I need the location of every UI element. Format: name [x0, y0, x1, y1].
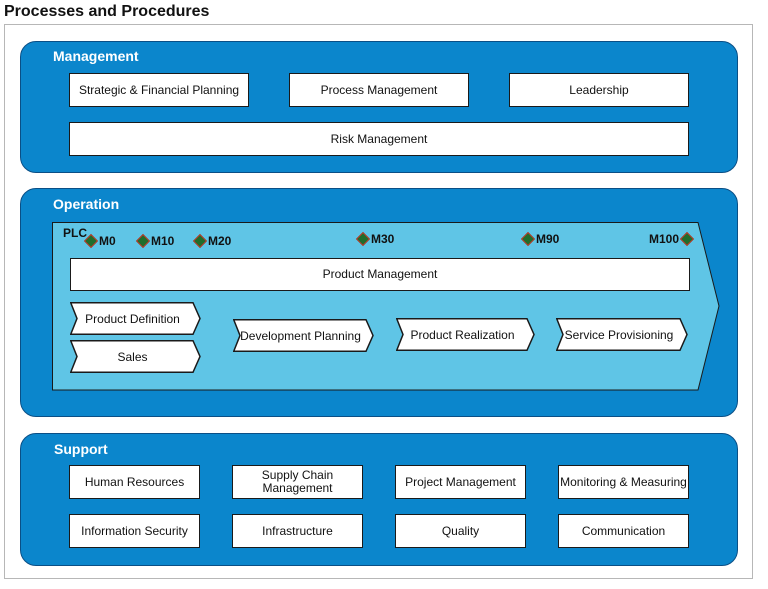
milestone-label: M30	[371, 232, 395, 246]
management-title: Management	[53, 48, 139, 64]
development-planning-label: Development Planning	[240, 328, 361, 343]
milestone-m20: M20	[192, 233, 232, 249]
plc-label: PLC	[63, 226, 87, 240]
product-definition-step: Product Definition	[70, 302, 201, 335]
communication-box: Communication	[558, 514, 689, 548]
milestone-label: M10	[151, 234, 175, 248]
milestone-m90: M90	[520, 231, 560, 247]
milestone-m0: M0	[83, 233, 116, 249]
milestone-label: M100	[649, 232, 680, 246]
supply-chain-management-box: Supply Chain Management	[232, 465, 363, 499]
service-provisioning-step: Service Provisioning	[556, 318, 688, 351]
milestone-diamond-icon	[135, 233, 151, 249]
development-planning-step: Development Planning	[233, 319, 374, 352]
chevron-shape	[396, 318, 535, 351]
product-realization-label: Product Realization	[410, 327, 515, 342]
monitoring-measuring-box: Monitoring & Measuring	[558, 465, 689, 499]
milestone-label: M90	[536, 232, 560, 246]
sales-label: Sales	[117, 349, 148, 364]
milestone-diamond-icon	[192, 233, 208, 249]
information-security-box: Information Security	[69, 514, 200, 548]
chevron-shape	[70, 302, 201, 335]
process-management-box: Process Management	[289, 73, 469, 107]
product-definition-label: Product Definition	[85, 311, 180, 326]
milestone-m10: M10	[135, 233, 175, 249]
milestone-diamond-icon	[83, 233, 99, 249]
chevron-shape	[70, 340, 201, 373]
service-provisioning-label: Service Provisioning	[564, 327, 674, 342]
project-management-box: Project Management	[395, 465, 526, 499]
product-realization-step: Product Realization	[396, 318, 535, 351]
milestone-label: M0	[99, 234, 116, 248]
milestone-m30: M30	[355, 231, 395, 247]
infrastructure-box: Infrastructure	[232, 514, 363, 548]
milestone-diamond-icon	[355, 231, 371, 247]
quality-box: Quality	[395, 514, 526, 548]
leadership-box: Leadership	[509, 73, 689, 107]
strategic-financial-planning-box: Strategic & Financial Planning	[69, 73, 249, 107]
sales-step: Sales	[70, 340, 201, 373]
milestone-diamond-icon	[679, 231, 695, 247]
milestone-label: M20	[208, 234, 232, 248]
milestone-diamond-icon	[520, 231, 536, 247]
page-title: Processes and Procedures	[4, 3, 210, 20]
supply-chain-management-label: Supply Chain Management	[261, 468, 334, 495]
chevron-shape	[233, 319, 374, 352]
support-title: Support	[54, 441, 108, 457]
human-resources-box: Human Resources	[69, 465, 200, 499]
product-management-box: Product Management	[70, 258, 690, 291]
chevron-shape	[556, 318, 688, 351]
milestone-m100: M100	[649, 231, 695, 247]
risk-management-box: Risk Management	[69, 122, 689, 156]
operation-title: Operation	[53, 196, 120, 212]
